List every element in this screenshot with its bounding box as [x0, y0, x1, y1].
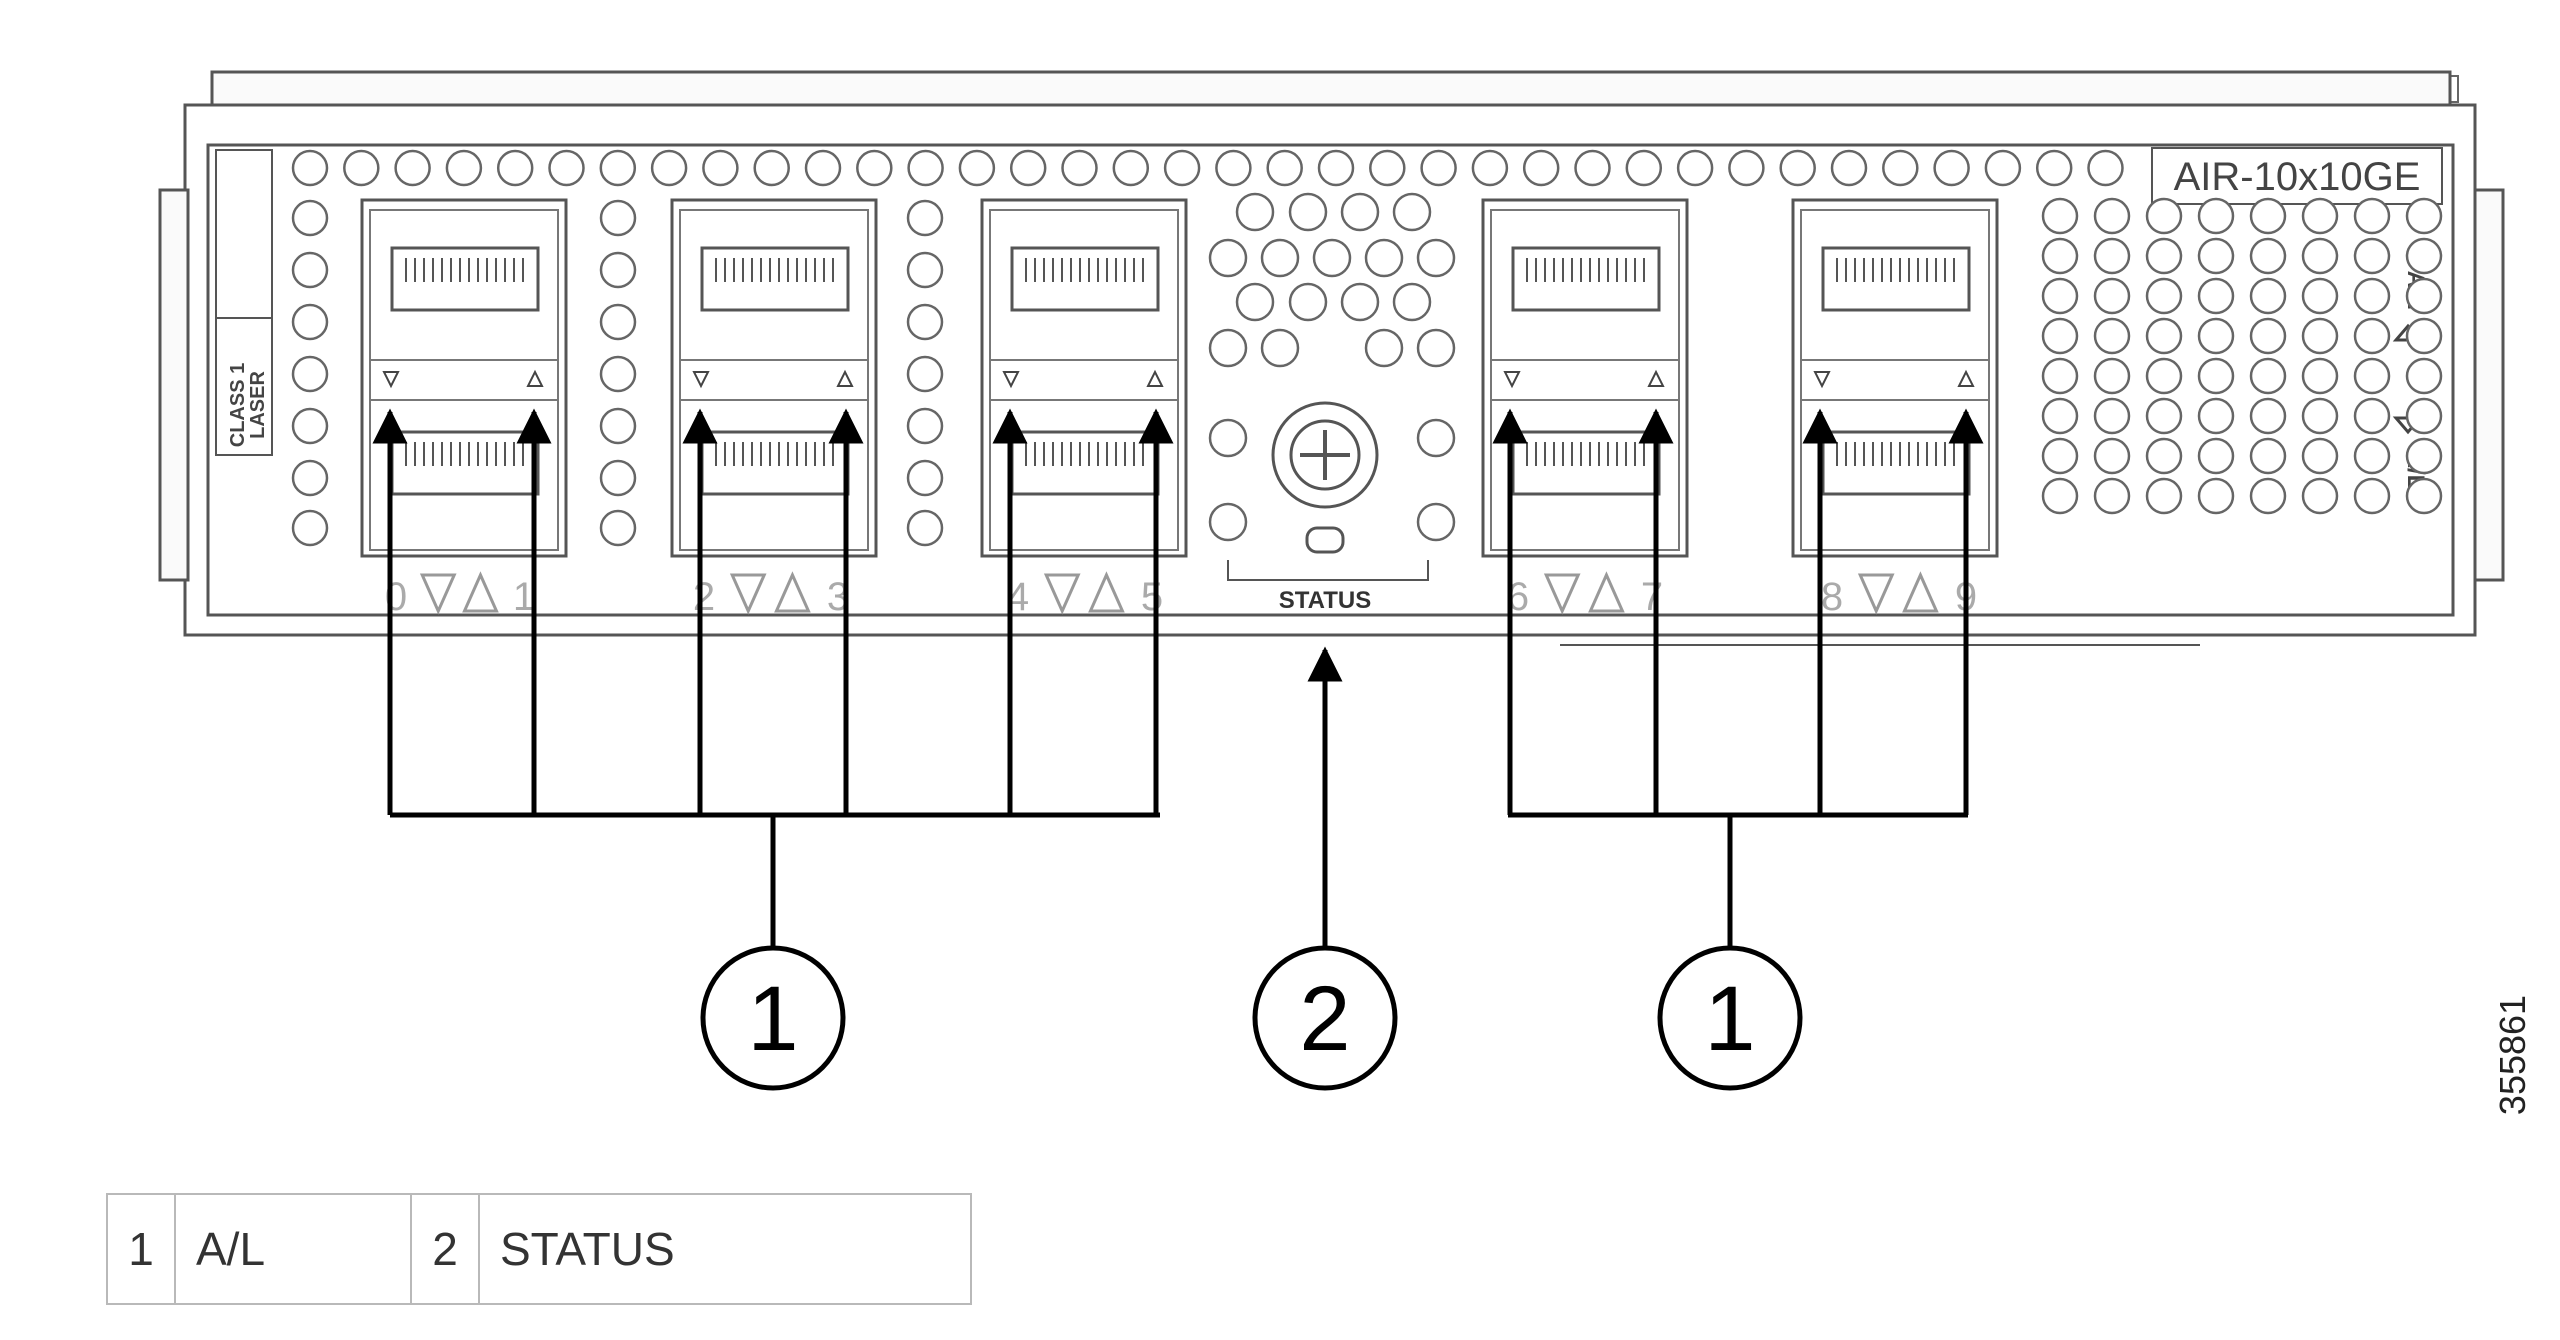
figure-id: 355861 — [2492, 995, 2533, 1115]
legend-label-2: STATUS — [478, 1193, 972, 1305]
legend-num-2: 2 — [410, 1193, 480, 1305]
callout-1-left: 1 — [700, 945, 846, 1091]
callout-2-number: 2 — [1299, 968, 1350, 1070]
status-led-area — [1227, 401, 1429, 581]
laser-label-line2: LASER — [247, 371, 269, 439]
model-label: AIR-10x10GE — [2174, 155, 2421, 199]
vent-holes — [291, 149, 2443, 547]
port-number-5: 5 — [1141, 575, 1163, 619]
model-label-plate: AIR-10x10GE — [2151, 147, 2443, 205]
callout-1-right-number: 1 — [1704, 968, 1755, 1070]
callout-2: 2 — [1252, 945, 1398, 1091]
port-triangle-icons — [419, 571, 1939, 615]
callout-1-right: 1 — [1657, 945, 1803, 1091]
callout-1-left-number: 1 — [747, 968, 798, 1070]
callout-lines — [372, 408, 1984, 965]
status-label: STATUS — [1279, 587, 1371, 614]
legend-num-1: 1 — [106, 1193, 176, 1305]
port-number-1: 1 — [513, 575, 535, 619]
port-number-8: 8 — [1821, 575, 1843, 619]
laser-label-line1: CLASS 1 — [227, 363, 249, 447]
port-number-2: 2 — [693, 575, 715, 619]
legend-label-1: A/L — [174, 1193, 412, 1305]
laser-label: CLASS 1 LASER — [215, 149, 273, 456]
legend-table: 1 A/L 2 STATUS — [106, 1193, 972, 1305]
status-led — [1305, 526, 1345, 554]
port-number-7: 7 — [1641, 575, 1663, 619]
legend-row: 1 A/L 2 STATUS — [106, 1193, 972, 1305]
